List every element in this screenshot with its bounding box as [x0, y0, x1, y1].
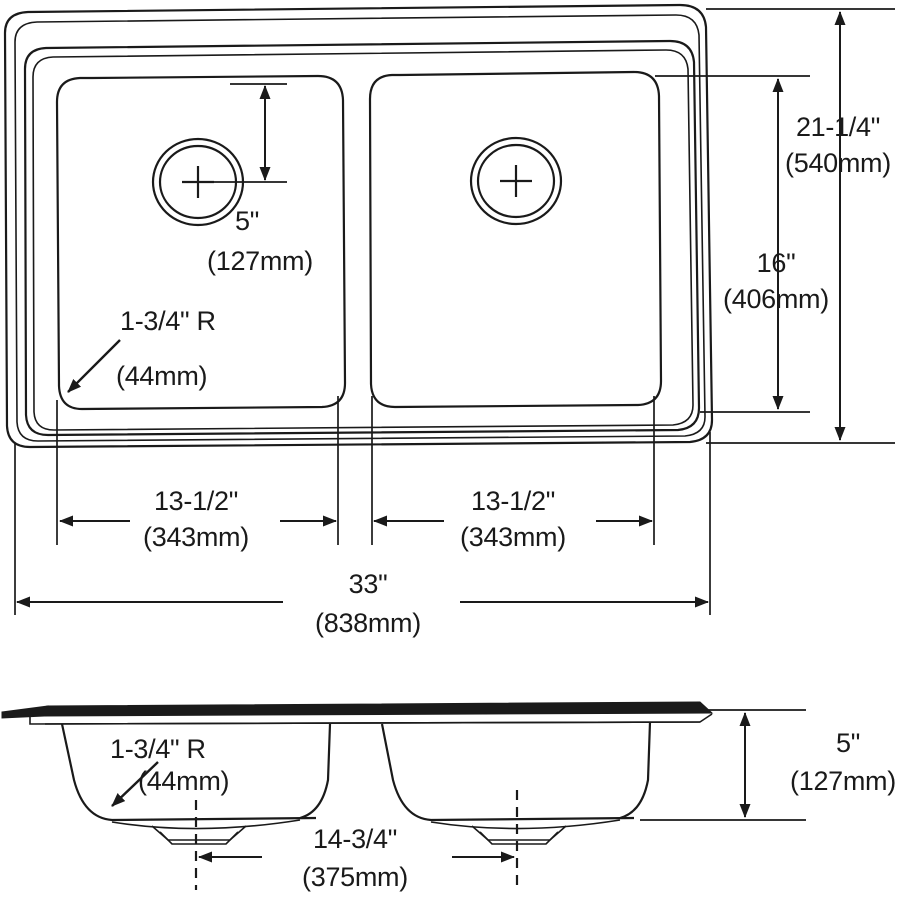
- drain-offset-metric-label: (127mm): [207, 246, 313, 276]
- drain-to-drain-imperial-label: 14-3/4": [313, 824, 397, 854]
- section-depth-dimension: 5" (127mm): [640, 709, 896, 821]
- right-bowl-width-dimension: 13-1/2" (343mm): [373, 486, 653, 552]
- section-left-bowl-wall: [60, 723, 317, 822]
- right-drain-inner-ring: [476, 143, 556, 219]
- drain-to-drain-metric-label: (375mm): [302, 862, 408, 892]
- left-bowl-width-imperial-label: 13-1/2": [154, 486, 238, 516]
- section-depth-imperial-label: 5": [836, 728, 860, 758]
- top-view-bottom-extension-lines: [14, 396, 711, 615]
- left-bowl-width-dimension: 13-1/2" (343mm): [59, 486, 337, 552]
- right-bowl-width-metric-label: (343mm): [460, 522, 566, 552]
- section-right-drain-boss-inner: [479, 831, 559, 845]
- section-left-bowl-wall-right: [299, 723, 332, 820]
- overall-height-dimension: 21-1/4" (540mm): [706, 8, 895, 444]
- section-deck-underline-2: [44, 721, 701, 725]
- section-deck-rim-left-tip: [1, 705, 49, 719]
- overall-height-imperial-label: 21-1/4": [796, 112, 880, 142]
- section-right-bowl-bottom: [430, 819, 621, 830]
- section-corner-radius-imperial-label: 1-3/4" R: [110, 734, 206, 764]
- right-bowl-outline: [368, 70, 663, 409]
- section-left-bowl-bottom: [111, 819, 301, 830]
- section-right-bowl-wall-right: [619, 721, 652, 820]
- left-bowl-outline: [55, 74, 347, 411]
- sink-rim-inner-line-1: [14, 14, 706, 442]
- section-corner-radius-metric-label: (44mm): [138, 766, 229, 796]
- right-bowl-width-imperial-label: 13-1/2": [471, 486, 555, 516]
- overall-width-dimension: 33" (838mm): [16, 569, 709, 638]
- overall-height-metric-label: (540mm): [785, 148, 891, 178]
- overall-width-imperial-label: 33": [349, 569, 388, 599]
- overall-width-metric-label: (838mm): [315, 608, 421, 638]
- section-left-drain-boss-inner: [159, 831, 239, 845]
- top-corner-radius-callout: 1-3/4" R (44mm): [67, 306, 216, 393]
- right-drain: [469, 136, 563, 226]
- top-corner-radius-metric-label: (44mm): [116, 361, 207, 391]
- section-depth-metric-label: (127mm): [790, 766, 896, 796]
- left-bowl-width-metric-label: (343mm): [143, 522, 249, 552]
- drain-to-drain-dimension: 14-3/4" (375mm): [198, 824, 515, 892]
- section-corner-radius-callout: 1-3/4" R (44mm): [110, 734, 230, 807]
- top-view: 5" (127mm) 1-3/4" R (44mm) 16" (406mm): [3, 3, 895, 638]
- bowl-height-imperial-label: 16": [757, 248, 796, 278]
- bowl-height-metric-label: (406mm): [723, 284, 829, 314]
- right-drain-outer-ring: [469, 136, 563, 226]
- drain-offset-dimension: 5" (127mm): [198, 83, 313, 276]
- sink-outer-rim-outline: [3, 3, 714, 449]
- top-corner-radius-imperial-label: 1-3/4" R: [120, 306, 216, 336]
- cross-section-view: 1-3/4" R (44mm) 14-3/4" (375mm) 5" (127m…: [1, 701, 896, 892]
- drain-offset-imperial-label: 5": [235, 206, 259, 236]
- sink-deck-step-outline: [23, 39, 701, 437]
- section-right-bowl-wall: [380, 723, 635, 822]
- top-corner-radius-leader: [67, 339, 121, 393]
- section-deck-rim-bar: [42, 701, 714, 717]
- bowl-height-dimension: 16" (406mm): [655, 75, 829, 413]
- sink-deck-step-inner: [32, 49, 694, 431]
- section-corner-radius-leader: [111, 761, 159, 807]
